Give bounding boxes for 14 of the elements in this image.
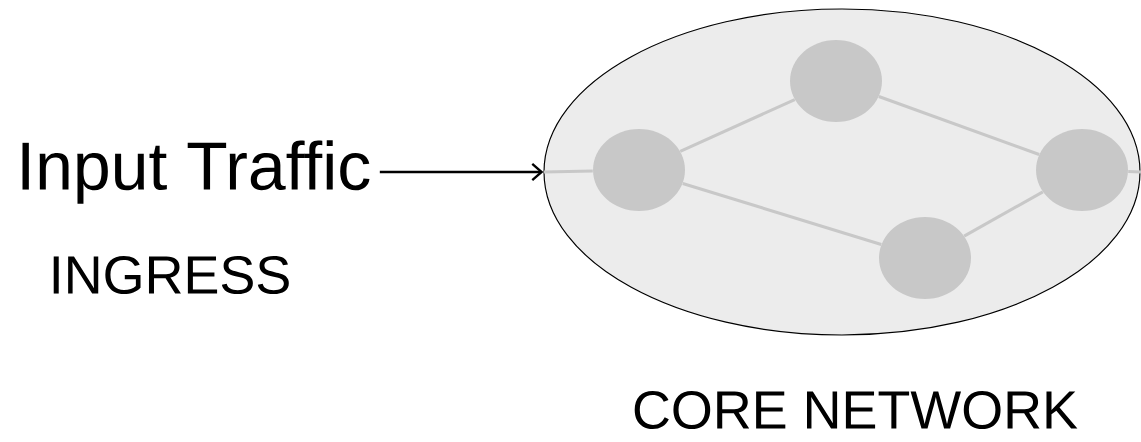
connection-line	[543, 169, 593, 174]
network-node-circle	[790, 40, 882, 122]
network-node-circle	[593, 129, 685, 211]
connection-line	[1128, 170, 1141, 174]
connection-line	[679, 98, 796, 153]
arrow	[379, 162, 544, 182]
node-caption: CORE NETWORK	[634, 390, 1078, 430]
node-label: Input Traffic	[22, 140, 370, 204]
connection-line	[682, 182, 882, 246]
network-node-circle	[1036, 129, 1128, 211]
network-node-circle	[879, 217, 971, 299]
connection-line	[963, 190, 1044, 238]
connection-line	[878, 95, 1040, 156]
area-label: INGRESS	[53, 255, 289, 295]
